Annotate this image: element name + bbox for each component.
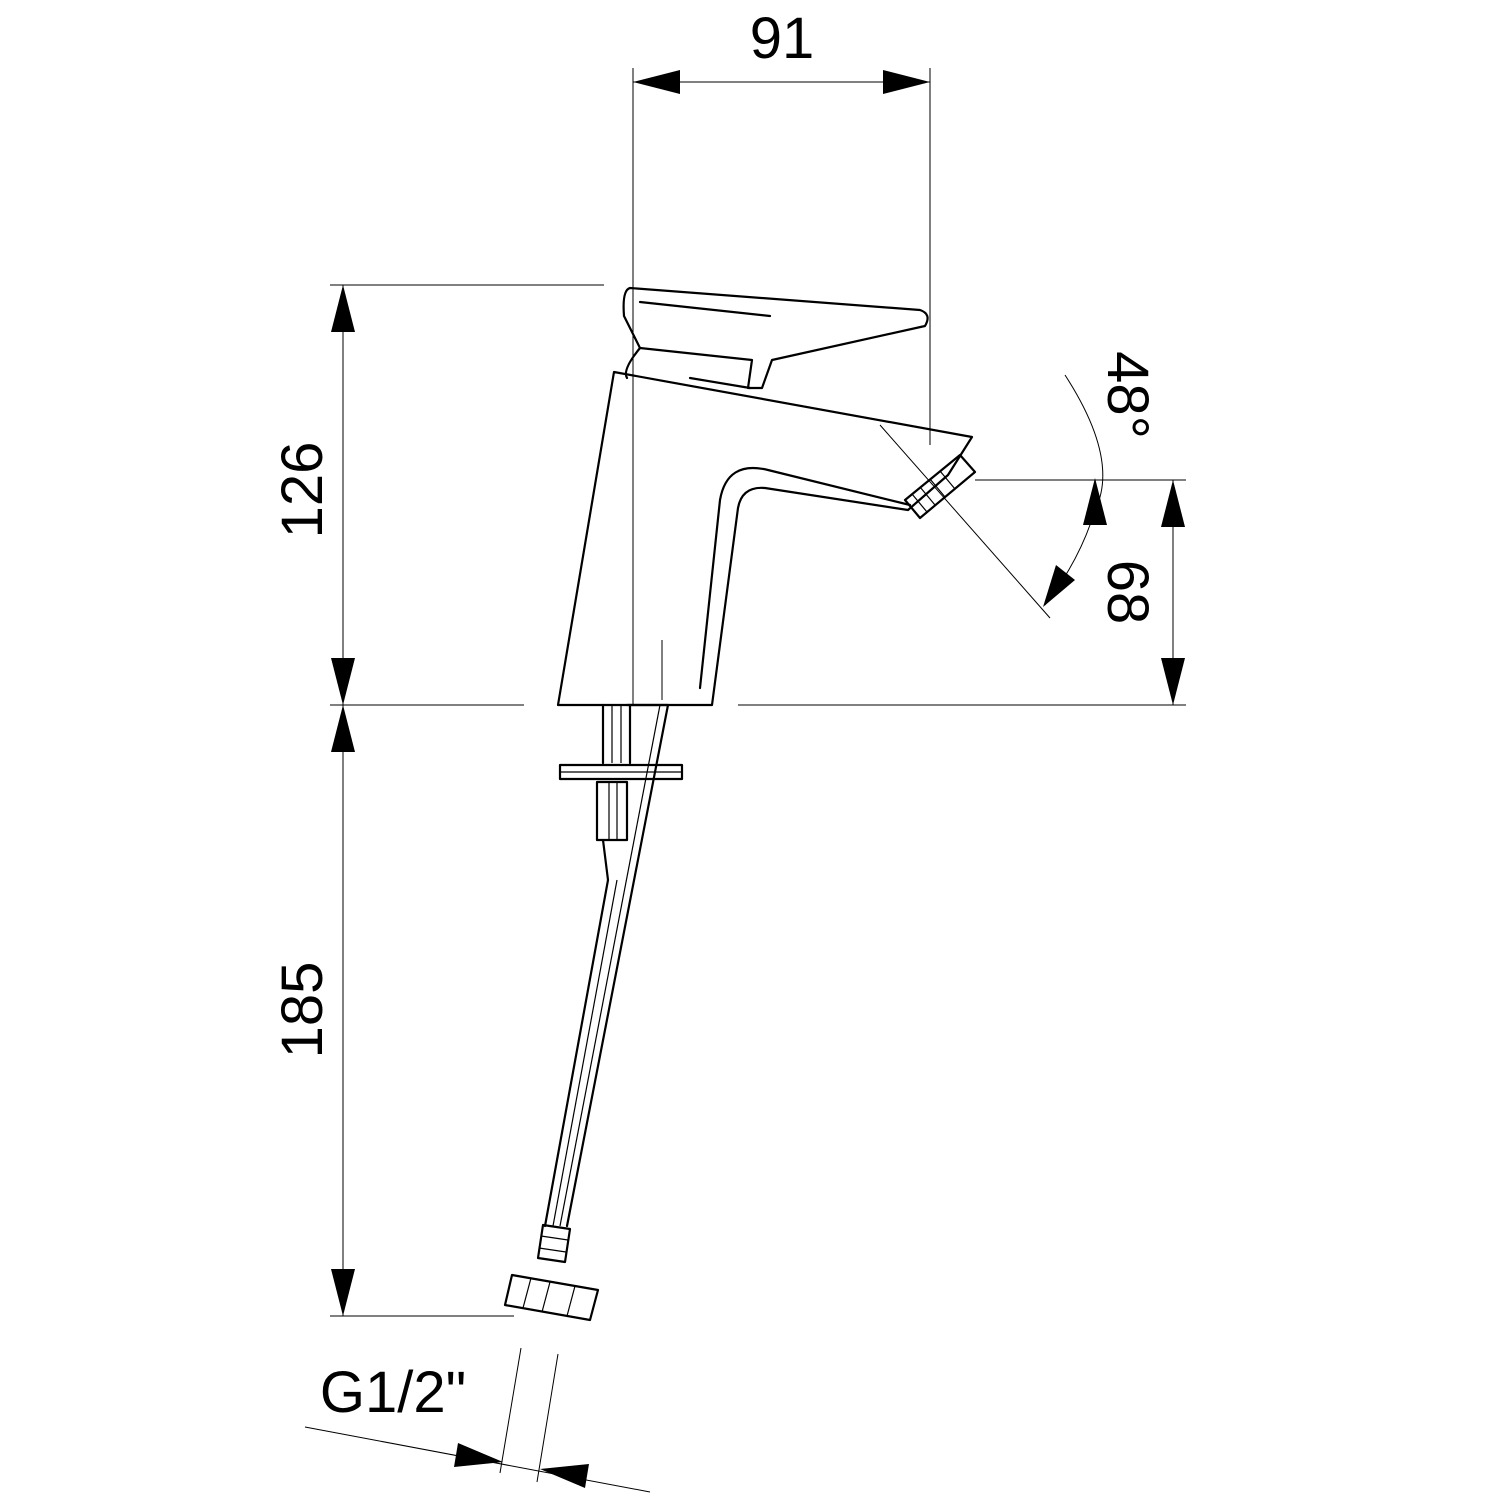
arrowhead-down bbox=[1161, 658, 1185, 705]
mounting-nut bbox=[595, 780, 629, 842]
arrowhead-down bbox=[331, 658, 355, 705]
dimension-label-68: 68 bbox=[1095, 560, 1160, 625]
dimension-91: 91 bbox=[632, 6, 931, 705]
dimension-label-g12: G1/2" bbox=[320, 1360, 466, 1425]
arrowhead-right bbox=[883, 70, 930, 94]
arrowhead-up bbox=[331, 705, 355, 752]
dimension-angle-48: 48° bbox=[879, 351, 1160, 619]
faucet-body bbox=[556, 370, 974, 707]
dimension-g12: G1/2" bbox=[304, 1347, 651, 1493]
dimension-185: 185 bbox=[270, 705, 514, 1317]
dimension-label-126: 126 bbox=[270, 442, 335, 539]
arrowhead-right bbox=[540, 1464, 589, 1488]
supply-hose bbox=[543, 703, 670, 1228]
hex-nut bbox=[503, 1273, 600, 1322]
lever-handle bbox=[622, 286, 929, 390]
arrowhead-left bbox=[633, 70, 680, 94]
arrowhead-down bbox=[331, 1269, 355, 1316]
arrowhead-lower bbox=[1043, 565, 1075, 607]
arrowhead-up bbox=[331, 285, 355, 332]
dimension-label-185: 185 bbox=[270, 962, 335, 1059]
dimension-label-48deg: 48° bbox=[1095, 351, 1160, 439]
mounting-assembly bbox=[558, 703, 684, 842]
dimension-68: 68 bbox=[975, 479, 1186, 705]
arrowhead-left bbox=[454, 1443, 503, 1467]
aerator bbox=[903, 453, 977, 520]
arrowhead-up bbox=[1161, 480, 1185, 527]
arrowhead-upper bbox=[1083, 478, 1107, 525]
hose-end-fitting bbox=[503, 1223, 600, 1322]
dimension-label-91: 91 bbox=[750, 6, 815, 71]
dimension-126: 126 bbox=[270, 284, 1186, 706]
